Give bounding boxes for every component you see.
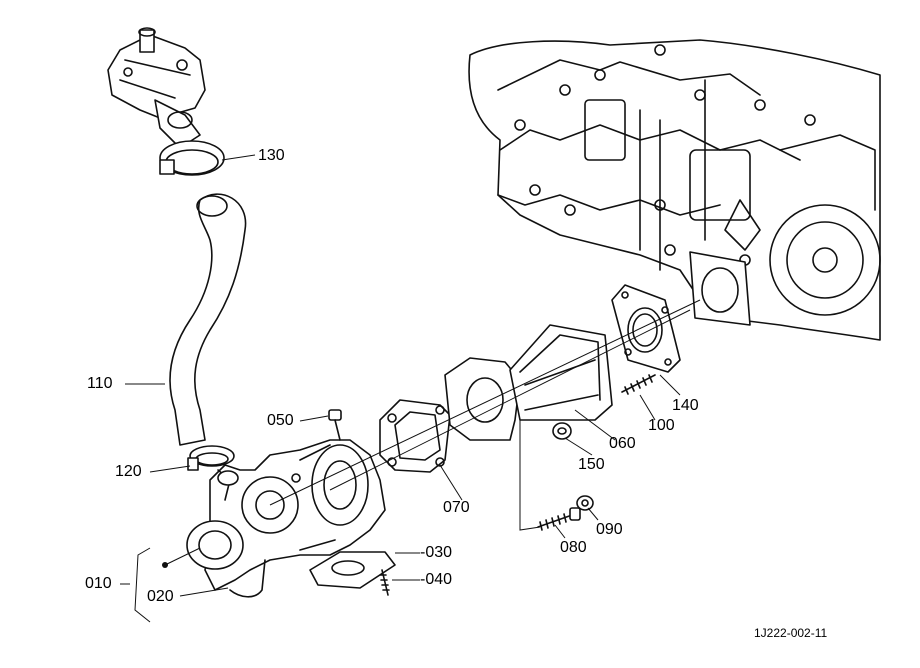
- label-part-090[interactable]: 090: [596, 521, 623, 538]
- engine-block: [468, 39, 881, 341]
- label-part-110[interactable]: 110: [87, 375, 113, 392]
- bolt-080: [537, 507, 581, 531]
- exhaust-pipe-060: [444, 324, 613, 441]
- label-part-070[interactable]: 070: [443, 499, 470, 516]
- label-part-020[interactable]: 020: [147, 588, 174, 605]
- label-part-050[interactable]: 050: [267, 412, 294, 429]
- label-part-080[interactable]: 080: [560, 539, 587, 556]
- label-part-060[interactable]: 060: [609, 435, 636, 452]
- gasket-030: [309, 551, 396, 589]
- stud-040: [379, 569, 390, 596]
- leader-lines: [120, 154, 681, 623]
- hose-clamp-120: [187, 445, 235, 471]
- label-part-120[interactable]: 120: [115, 463, 142, 480]
- nut-150: [552, 422, 572, 440]
- label-part-040[interactable]: -040: [420, 571, 453, 588]
- thermostat-housing: [107, 27, 206, 149]
- label-part-130[interactable]: 130: [258, 147, 285, 164]
- water-hose-110: [169, 193, 247, 446]
- label-part-010[interactable]: 010: [85, 575, 112, 592]
- gasket-140: [611, 284, 681, 373]
- assembly-centerlines: [269, 299, 701, 531]
- stud-100: [621, 374, 656, 395]
- label-part-100[interactable]: 100: [648, 417, 675, 434]
- engine-outlet-flange: [689, 251, 751, 326]
- hose-clamp-130: [159, 140, 225, 176]
- label-part-030[interactable]: -030: [420, 544, 453, 561]
- fitting-050: [328, 409, 342, 441]
- label-part-140[interactable]: 140: [672, 397, 699, 414]
- washer-090: [576, 495, 594, 511]
- drawing-id: 1J222-002-11: [754, 626, 828, 640]
- label-part-150[interactable]: 150: [578, 456, 605, 473]
